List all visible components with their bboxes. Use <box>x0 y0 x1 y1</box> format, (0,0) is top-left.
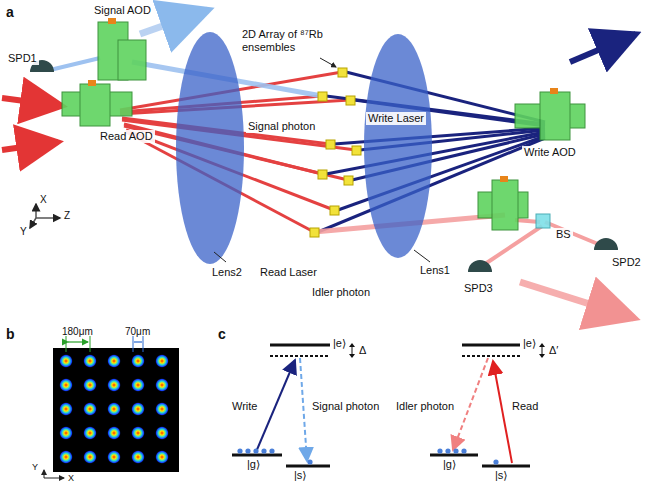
beam-label: Idler photon <box>310 286 372 299</box>
trap-spot <box>107 378 121 392</box>
axis-label: Y <box>32 462 38 473</box>
level-label: |g⟩ <box>247 458 260 471</box>
axis-label: X <box>40 194 47 206</box>
level-label: |e⟩ <box>523 337 536 350</box>
beam-label: Write Laser <box>366 112 426 125</box>
trap-spot <box>107 354 121 368</box>
trap-spot <box>59 402 73 416</box>
trap-spot <box>83 354 97 368</box>
trap-spot <box>131 378 145 392</box>
trap-spot <box>83 402 97 416</box>
trap-spot <box>59 354 73 368</box>
transition-label: Idler photon <box>396 400 454 413</box>
component-label: Write AOD <box>522 146 578 159</box>
panel-letter: b <box>6 326 15 343</box>
axis-label: Y <box>20 226 27 238</box>
level-label: |s⟩ <box>294 469 307 482</box>
transition-label: Write <box>232 400 257 413</box>
trap-spot <box>155 426 169 440</box>
detuning-label: Δ′ <box>549 344 558 357</box>
trap-spot <box>59 450 73 464</box>
trap-spot <box>107 426 121 440</box>
component-label: Read AOD <box>98 130 155 143</box>
trap-spot <box>59 426 73 440</box>
beam-label: Signal photon <box>246 120 317 133</box>
panel-letter: c <box>218 326 226 343</box>
trap-spot <box>131 354 145 368</box>
level-label: |e⟩ <box>333 337 346 350</box>
trap-spot <box>155 402 169 416</box>
transition-label: Signal photon <box>312 400 379 413</box>
lens-label: Lens1 <box>418 264 452 277</box>
axis-label: Z <box>64 210 70 222</box>
trap-spot <box>131 426 145 440</box>
component-label: BS <box>554 228 573 241</box>
trap-spot <box>59 378 73 392</box>
detector-label: SPD3 <box>462 282 495 295</box>
trap-spot <box>155 354 169 368</box>
level-label: |g⟩ <box>443 458 456 471</box>
trap-spot <box>83 450 97 464</box>
dimension-label: 180μm <box>62 326 93 338</box>
detuning-label: Δ <box>359 344 366 357</box>
trap-spot <box>83 426 97 440</box>
transition-label: Read <box>512 400 538 413</box>
beam-label: Read Laser <box>258 266 319 279</box>
lens-label: Lens2 <box>210 266 244 279</box>
axis-label: X <box>68 473 74 484</box>
dimension-label: 70μm <box>125 326 150 338</box>
trap-spot <box>131 450 145 464</box>
component-label: Signal AOD <box>92 4 153 17</box>
trap-spot <box>107 402 121 416</box>
trap-spot <box>155 450 169 464</box>
detector-label: SPD1 <box>6 52 39 65</box>
trap-spot <box>131 402 145 416</box>
sample-label: 2D Array of ⁸⁷Rb ensembles <box>240 28 326 54</box>
trap-spot <box>155 378 169 392</box>
level-label: |s⟩ <box>495 469 508 482</box>
trap-spot <box>107 450 121 464</box>
trap-spot <box>83 378 97 392</box>
detector-label: SPD2 <box>610 256 643 269</box>
panel-letter: a <box>6 4 14 21</box>
